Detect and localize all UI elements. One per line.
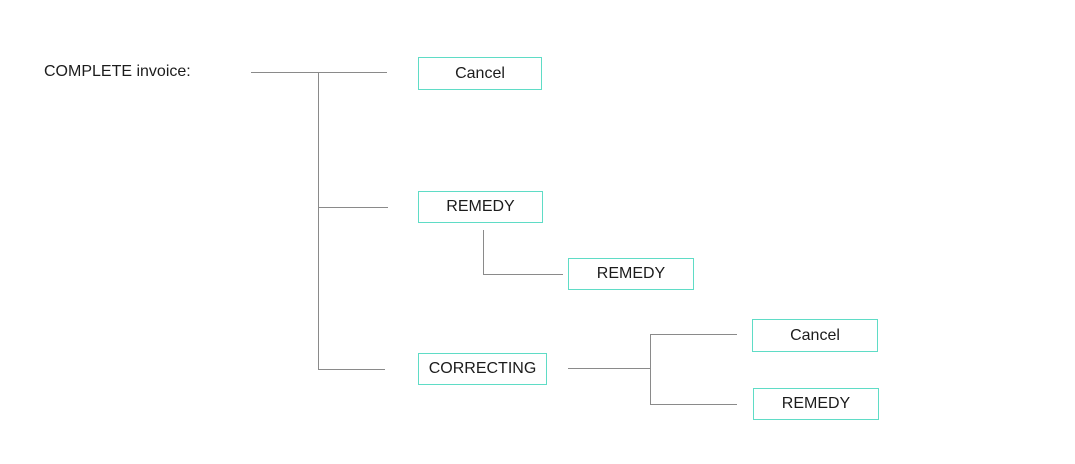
node-cancel-top[interactable]: Cancel	[418, 57, 542, 90]
node-remedy-under-correcting[interactable]: REMEDY	[753, 388, 879, 420]
node-correcting[interactable]: CORRECTING	[418, 353, 547, 385]
connector-bracket-top	[650, 334, 737, 335]
connector-remedy-drop-horizontal	[483, 274, 563, 275]
connector-remedy-drop-vertical	[483, 230, 484, 274]
connector-trunk-vertical	[318, 72, 319, 369]
connector-remedy-branch	[318, 207, 388, 208]
node-remedy[interactable]: REMEDY	[418, 191, 543, 223]
node-remedy-sub[interactable]: REMEDY	[568, 258, 694, 290]
connector-bracket-vertical	[650, 334, 651, 405]
connector-root-horizontal	[251, 72, 387, 73]
connector-bracket-bottom	[650, 404, 737, 405]
root-label: COMPLETE invoice:	[44, 63, 191, 80]
connector-correcting-branch	[318, 369, 385, 370]
connector-correcting-out	[568, 368, 650, 369]
node-cancel-under-correcting[interactable]: Cancel	[752, 319, 878, 352]
